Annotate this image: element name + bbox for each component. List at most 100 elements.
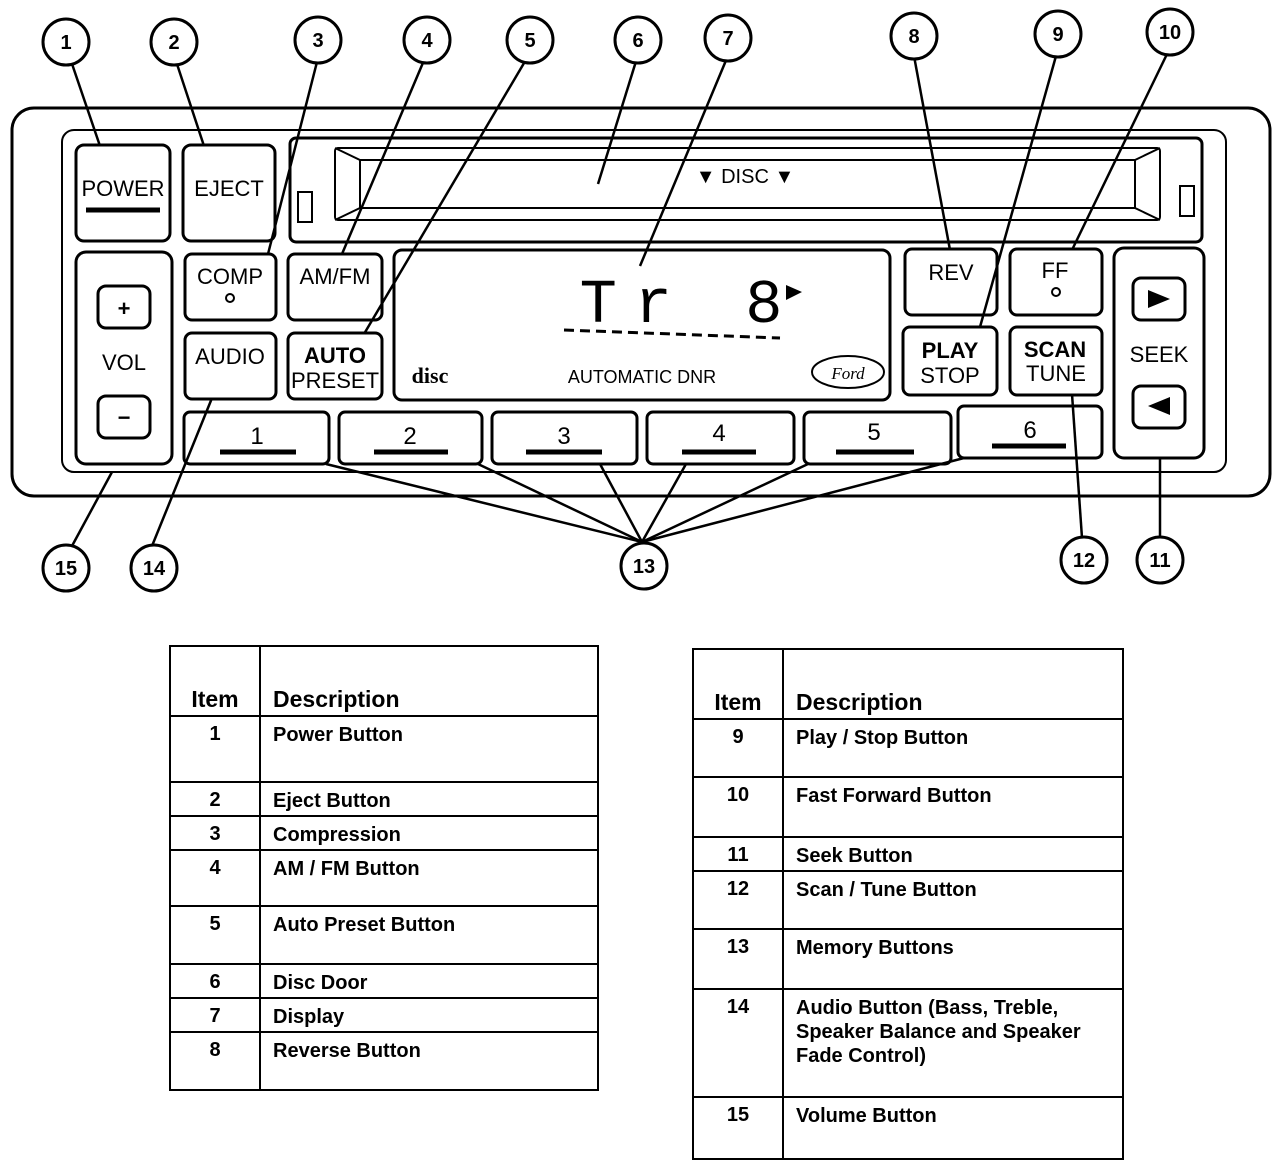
auto-preset-button[interactable] — [286, 331, 384, 401]
callout-7 — [703, 13, 753, 63]
callout-13 — [619, 541, 669, 591]
table-row: 4 AM / FM Button — [169, 849, 599, 907]
callout-3 — [293, 15, 343, 65]
callout-11 — [1135, 535, 1185, 585]
callout-1 — [41, 17, 91, 67]
callout-label-11: 11 — [1149, 550, 1170, 572]
callout-circles — [41, 7, 1195, 593]
am-fm-button[interactable] — [286, 252, 384, 322]
table-row: 12 Scan / Tune Button — [692, 870, 1124, 930]
item-description: Display — [259, 997, 599, 1033]
callout-label-7: 7 — [722, 28, 733, 50]
item-description: Compression — [259, 815, 599, 851]
display — [392, 248, 892, 402]
memory-button-3[interactable] — [490, 410, 639, 466]
vol-up-label: + — [118, 296, 131, 321]
item-description: Play / Stop Button — [782, 718, 1124, 778]
item-description: Reverse Button — [259, 1031, 599, 1091]
tune-label: TUNE — [1026, 361, 1086, 386]
item-description: Memory Buttons — [782, 928, 1124, 990]
item-number: 7 — [169, 997, 261, 1033]
item-description: Eject Button — [259, 781, 599, 817]
table-row: 6 Disc Door — [169, 963, 599, 999]
preset-label: PRESET — [291, 368, 379, 393]
callout-label-8: 8 — [908, 26, 919, 48]
item-header: Item — [692, 648, 784, 720]
description-header: Description — [259, 645, 599, 717]
memory-button-1[interactable] — [182, 410, 331, 466]
item-number: 9 — [692, 718, 784, 778]
table-row: 1 Power Button — [169, 715, 599, 783]
item-number: 12 — [692, 870, 784, 930]
memory-label-5: 5 — [867, 419, 880, 446]
memory-button-6[interactable] — [956, 404, 1104, 460]
memory-button-4[interactable] — [645, 410, 796, 466]
callout-5 — [505, 15, 555, 65]
description-header: Description — [782, 648, 1124, 720]
callout-8 — [889, 11, 939, 61]
legend-table-left: Item Description 1 Power Button 2 Eject … — [169, 645, 599, 1091]
item-description: Audio Button (Bass, Treble, Speaker Bala… — [782, 988, 1124, 1098]
table-row: 9 Play / Stop Button — [692, 718, 1124, 778]
vol-down-button[interactable] — [96, 394, 152, 440]
eject-button[interactable] — [181, 143, 277, 243]
play-stop-button[interactable] — [901, 325, 999, 397]
table-row: 7 Display — [169, 997, 599, 1033]
callout-14 — [129, 543, 179, 593]
callout-label-3: 3 — [312, 30, 323, 52]
table-row: 5 Auto Preset Button — [169, 905, 599, 965]
item-description: Power Button — [259, 715, 599, 783]
item-number: 6 — [169, 963, 261, 999]
item-number: 11 — [692, 836, 784, 872]
legend-table-right: Item Description 9 Play / Stop Button 10… — [692, 648, 1124, 1160]
callout-label-6: 6 — [632, 30, 643, 52]
item-number: 13 — [692, 928, 784, 990]
item-description: AM / FM Button — [259, 849, 599, 907]
volume-button-panel — [74, 250, 174, 466]
item-description: Scan / Tune Button — [782, 870, 1124, 930]
callout-label-10: 10 — [1159, 22, 1181, 44]
item-description: Volume Button — [782, 1096, 1124, 1160]
comp-label: COMP — [197, 264, 263, 289]
vol-up-button[interactable] — [96, 284, 152, 330]
callout-6 — [613, 15, 663, 65]
ford-logo: Ford — [830, 364, 865, 383]
callout-label-15: 15 — [55, 558, 77, 580]
callout-label-4: 4 — [421, 30, 433, 52]
comp-button[interactable] — [183, 252, 278, 322]
callout-12 — [1059, 535, 1109, 585]
seek-down-button[interactable] — [1131, 384, 1187, 430]
power-button[interactable] — [74, 143, 172, 243]
callout-label-2: 2 — [168, 32, 179, 54]
power-label: POWER — [81, 176, 164, 201]
callout-label-5: 5 — [524, 30, 535, 52]
play-label: PLAY — [922, 338, 979, 363]
table-row: 8 Reverse Button — [169, 1031, 599, 1091]
callout-label-9: 9 — [1052, 24, 1063, 46]
callout-label-14: 14 — [143, 558, 166, 580]
memory-button-2[interactable] — [337, 410, 484, 466]
ff-button[interactable] — [1008, 247, 1104, 317]
memory-buttons — [182, 404, 1104, 466]
display-readout: Tr 8 — [580, 270, 801, 341]
audio-button[interactable] — [183, 331, 278, 401]
scan-tune-button[interactable] — [1008, 325, 1104, 397]
item-description: Auto Preset Button — [259, 905, 599, 965]
memory-label-4: 4 — [712, 420, 725, 447]
table-row: 11 Seek Button — [692, 836, 1124, 872]
compact-disc-logo: disc — [412, 363, 449, 388]
memory-button-5[interactable] — [802, 410, 953, 466]
table-row: 3 Compression — [169, 815, 599, 851]
vol-down-label: − — [118, 405, 131, 430]
item-description: Seek Button — [782, 836, 1124, 872]
seek-up-button[interactable] — [1131, 276, 1187, 322]
callout-label-1: 1 — [60, 32, 71, 54]
table-row: 2 Eject Button — [169, 781, 599, 817]
item-number: 10 — [692, 776, 784, 838]
disc-door-label: ▼ DISC ▼ — [696, 166, 795, 188]
callout-9 — [1033, 9, 1083, 59]
item-description: Fast Forward Button — [782, 776, 1124, 838]
table-row: 10 Fast Forward Button — [692, 776, 1124, 838]
item-number: 1 — [169, 715, 261, 783]
radio-faceplate — [10, 106, 1272, 498]
